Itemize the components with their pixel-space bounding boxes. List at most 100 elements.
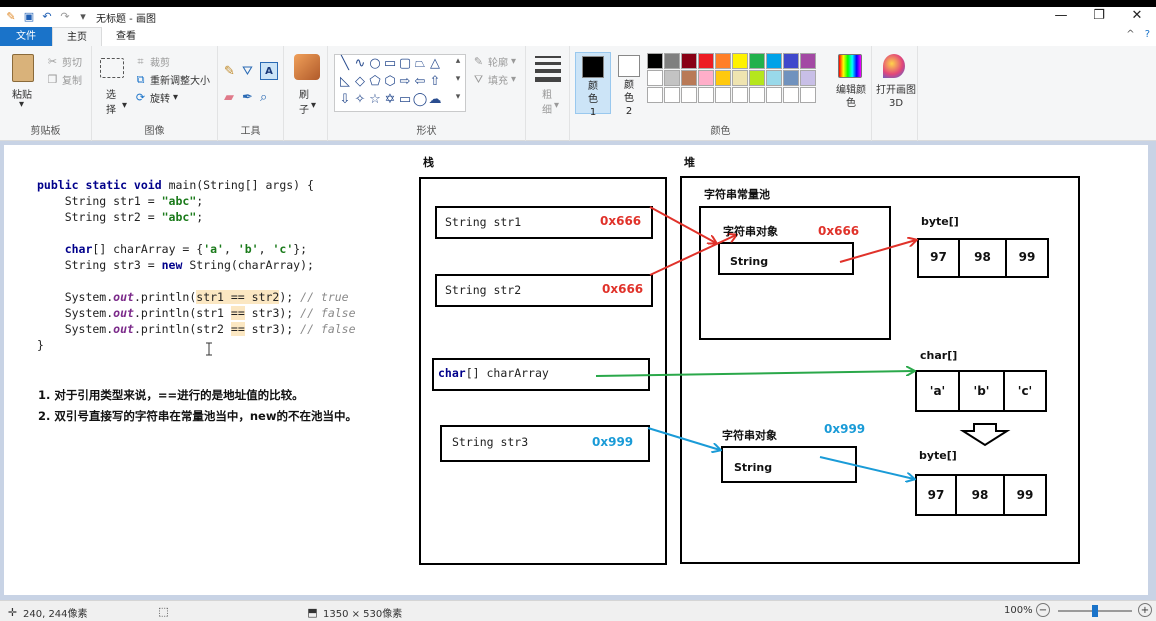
palette-color-swatch[interactable] xyxy=(749,70,765,86)
paste-button[interactable]: 粘贴 xyxy=(12,90,32,101)
rotate-button[interactable]: ⟳旋转▾ xyxy=(135,91,179,105)
triangle-shape-icon[interactable]: △ xyxy=(430,56,440,71)
palette-color-swatch[interactable] xyxy=(698,87,714,103)
shapes-expand-icon[interactable]: ▾ xyxy=(455,92,461,102)
six-point-star-shape-icon[interactable]: ✡ xyxy=(384,92,396,107)
tab-view[interactable]: 查看 xyxy=(116,31,136,42)
size-button[interactable]: 粗细 xyxy=(542,90,552,116)
zoom-in-button[interactable]: + xyxy=(1138,603,1152,617)
restore-button[interactable]: ❐ xyxy=(1093,8,1105,23)
hexagon-shape-icon[interactable]: ⬡ xyxy=(384,74,396,89)
fill-button[interactable]: ⛛填充▾ xyxy=(473,73,517,87)
minimize-button[interactable]: — xyxy=(1054,8,1068,23)
palette-color-swatch[interactable] xyxy=(749,53,765,69)
color1-button[interactable]: 颜色 1 xyxy=(575,52,611,118)
down-arrow-shape-icon[interactable]: ⇩ xyxy=(339,92,351,107)
color2-button[interactable]: 颜色 2 xyxy=(611,52,647,117)
palette-color-swatch[interactable] xyxy=(647,70,663,86)
callout-rect-shape-icon[interactable]: ▭ xyxy=(398,92,412,107)
palette-color-swatch[interactable] xyxy=(766,70,782,86)
polygon-shape-icon[interactable]: ⏢ xyxy=(414,56,426,71)
cloud-callout-shape-icon[interactable]: ☁ xyxy=(428,92,442,107)
brush-dropdown-icon[interactable]: ▾ xyxy=(311,100,317,111)
palette-color-swatch[interactable] xyxy=(664,53,680,69)
right-triangle-shape-icon[interactable]: ◺ xyxy=(340,74,350,89)
select-button[interactable]: 选择 xyxy=(106,90,116,116)
collapse-ribbon-button[interactable]: ^ xyxy=(1126,29,1135,40)
diamond-shape-icon[interactable]: ◇ xyxy=(355,74,365,89)
copy-button[interactable]: ❐复制 xyxy=(47,73,82,87)
paint-app-icon[interactable]: ✎ xyxy=(6,10,16,23)
palette-color-swatch[interactable] xyxy=(783,53,799,69)
palette-color-swatch[interactable] xyxy=(732,87,748,103)
workspace[interactable]: public static void main(String[] args) {… xyxy=(0,141,1156,600)
palette-color-swatch[interactable] xyxy=(800,53,816,69)
palette-color-swatch[interactable] xyxy=(800,70,816,86)
palette-color-swatch[interactable] xyxy=(715,87,731,103)
customize-toolbar-icon[interactable]: ▾ xyxy=(80,10,86,23)
drawing-canvas[interactable]: public static void main(String[] args) {… xyxy=(4,145,1148,595)
redo-icon[interactable]: ↷ xyxy=(60,10,70,23)
up-arrow-shape-icon[interactable]: ⇧ xyxy=(429,74,441,89)
shapes-scroll-up-icon[interactable]: ▴ xyxy=(455,56,461,66)
palette-color-swatch[interactable] xyxy=(647,53,663,69)
palette-color-swatch[interactable] xyxy=(715,70,731,86)
tab-file[interactable]: 文件 xyxy=(0,27,52,46)
palette-color-swatch[interactable] xyxy=(698,70,714,86)
brush-button[interactable]: 刷子 xyxy=(299,90,309,116)
left-arrow-shape-icon[interactable]: ⇦ xyxy=(414,74,426,89)
palette-color-swatch[interactable] xyxy=(647,87,663,103)
help-button[interactable]: ? xyxy=(1144,29,1150,40)
four-point-star-shape-icon[interactable]: ✧ xyxy=(354,92,366,107)
palette-color-swatch[interactable] xyxy=(766,53,782,69)
zoom-slider-thumb[interactable] xyxy=(1092,605,1098,617)
palette-color-swatch[interactable] xyxy=(783,87,799,103)
line-shape-icon[interactable]: ╲ xyxy=(341,56,349,71)
brush-icon[interactable] xyxy=(294,54,320,80)
right-arrow-shape-icon[interactable]: ⇨ xyxy=(399,74,411,89)
undo-icon[interactable]: ↶ xyxy=(42,10,52,23)
shapes-scroll-down-icon[interactable]: ▾ xyxy=(455,74,461,84)
palette-color-swatch[interactable] xyxy=(664,70,680,86)
size-lines-icon[interactable] xyxy=(535,56,561,82)
pentagon-shape-icon[interactable]: ⬠ xyxy=(369,74,381,89)
magnifier-icon[interactable]: ⌕ xyxy=(260,90,268,105)
palette-color-swatch[interactable] xyxy=(681,87,697,103)
save-icon[interactable]: ▣ xyxy=(23,10,35,23)
palette-color-swatch[interactable] xyxy=(749,87,765,103)
eraser-icon[interactable]: ▰ xyxy=(224,90,234,105)
edit-colors-icon[interactable] xyxy=(838,54,862,78)
paint3d-icon[interactable] xyxy=(883,54,905,78)
rounded-rectangle-shape-icon[interactable]: ▢ xyxy=(398,56,412,71)
palette-color-swatch[interactable] xyxy=(664,87,680,103)
palette-color-swatch[interactable] xyxy=(732,53,748,69)
palette-color-swatch[interactable] xyxy=(766,87,782,103)
outline-button[interactable]: ✎轮廓▾ xyxy=(473,55,517,69)
pencil-icon[interactable]: ✎ xyxy=(224,64,235,79)
resize-button[interactable]: ⧉重新调整大小 xyxy=(134,72,210,87)
palette-color-swatch[interactable] xyxy=(681,53,697,69)
palette-color-swatch[interactable] xyxy=(715,53,731,69)
close-button[interactable]: ✕ xyxy=(1131,8,1143,23)
select-icon[interactable] xyxy=(100,58,124,78)
select-dropdown-icon[interactable]: ▾ xyxy=(122,100,128,111)
color-picker-icon[interactable]: ✒ xyxy=(242,90,253,105)
callout-oval-shape-icon[interactable]: ◯ xyxy=(412,92,428,107)
cut-button[interactable]: ✂剪切 xyxy=(47,55,82,69)
crop-button[interactable]: ⌗裁剪 xyxy=(134,54,170,69)
zoom-out-button[interactable]: − xyxy=(1036,603,1050,617)
curve-shape-icon[interactable]: ∿ xyxy=(354,56,366,71)
tab-home[interactable]: 主页 xyxy=(52,27,102,46)
fill-bucket-icon[interactable]: ⛛ xyxy=(242,64,253,79)
rectangle-shape-icon[interactable]: ▭ xyxy=(383,56,397,71)
text-tool-icon[interactable]: A xyxy=(260,62,278,80)
paste-icon[interactable] xyxy=(12,54,34,82)
palette-color-swatch[interactable] xyxy=(800,87,816,103)
oval-shape-icon[interactable]: ○ xyxy=(369,56,381,71)
palette-color-swatch[interactable] xyxy=(732,70,748,86)
paint3d-button[interactable]: 打开画图 3D xyxy=(876,85,916,109)
edit-colors-button[interactable]: 编辑颜色 xyxy=(836,85,866,109)
size-dropdown-icon[interactable]: ▾ xyxy=(554,100,560,111)
palette-color-swatch[interactable] xyxy=(681,70,697,86)
palette-color-swatch[interactable] xyxy=(698,53,714,69)
